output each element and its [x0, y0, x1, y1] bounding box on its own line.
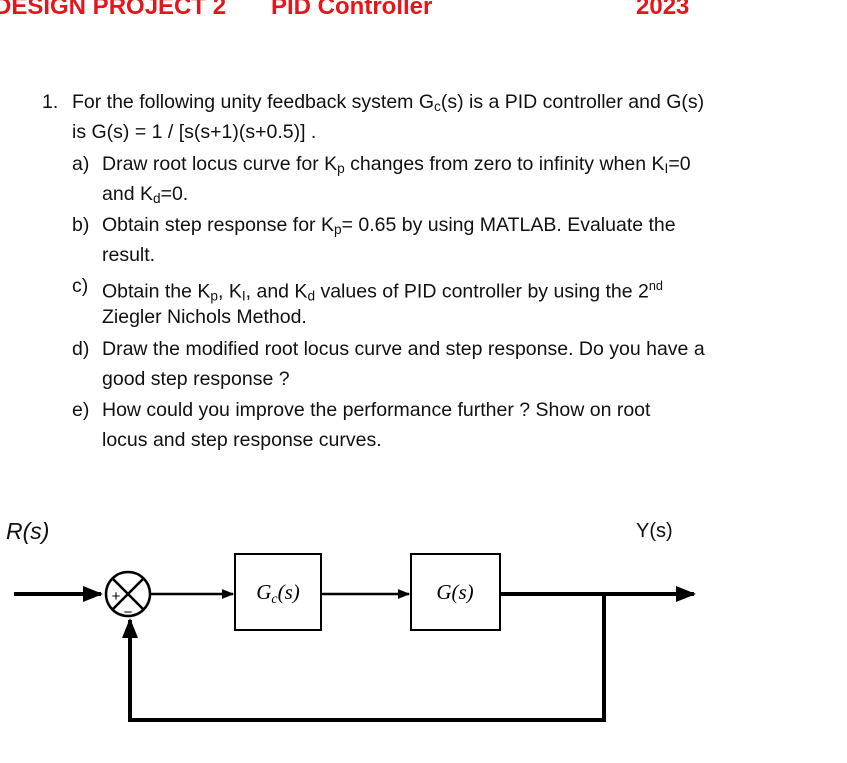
item-e-line1: How could you improve the performance fu… [102, 399, 651, 421]
feedback-path [122, 594, 606, 722]
project-year: 2023 [636, 0, 690, 20]
item-e-letter: e) [72, 399, 90, 421]
item-a-line1: Draw root locus curve for Kp changes fro… [102, 153, 691, 176]
item-d-letter: d) [72, 338, 90, 360]
question-intro-line2: is G(s) = 1 / [s(s+1)(s+0.5)] . [72, 121, 317, 143]
item-b-letter: b) [72, 214, 90, 236]
item-d-line2: good step response ? [102, 368, 290, 390]
controller-label: Gc(s) [256, 580, 300, 607]
output-signal-label: Y(s) [636, 520, 673, 542]
input-signal-label: R(s) [6, 518, 50, 544]
item-e-line2: locus and step response curves. [102, 429, 382, 451]
item-c-line2: Ziegler Nichols Method. [102, 306, 307, 328]
project-title: DESIGN PROJECT 2 [0, 0, 227, 20]
item-c-line1: Obtain the Kp, KI, and Kd values of PID … [102, 279, 663, 304]
plant-block [410, 553, 501, 631]
item-d-line1: Draw the modified root locus curve and s… [102, 338, 705, 360]
controller-block [234, 553, 322, 631]
question-number: 1. [42, 91, 59, 113]
item-a-line2: and Kd=0. [102, 183, 189, 206]
plant-label: G(s) [436, 580, 473, 604]
item-c-letter: c) [72, 275, 89, 297]
item-b-line1: Obtain step response for Kp= 0.65 by usi… [102, 214, 676, 237]
item-a-letter: a) [72, 153, 90, 175]
item-b-line2: result. [102, 244, 156, 266]
plus-sign: + [112, 588, 121, 605]
minus-sign: − [124, 604, 133, 621]
question-intro-line1: For the following unity feedback system … [72, 91, 705, 114]
project-subtitle: PID Controller [271, 0, 433, 20]
